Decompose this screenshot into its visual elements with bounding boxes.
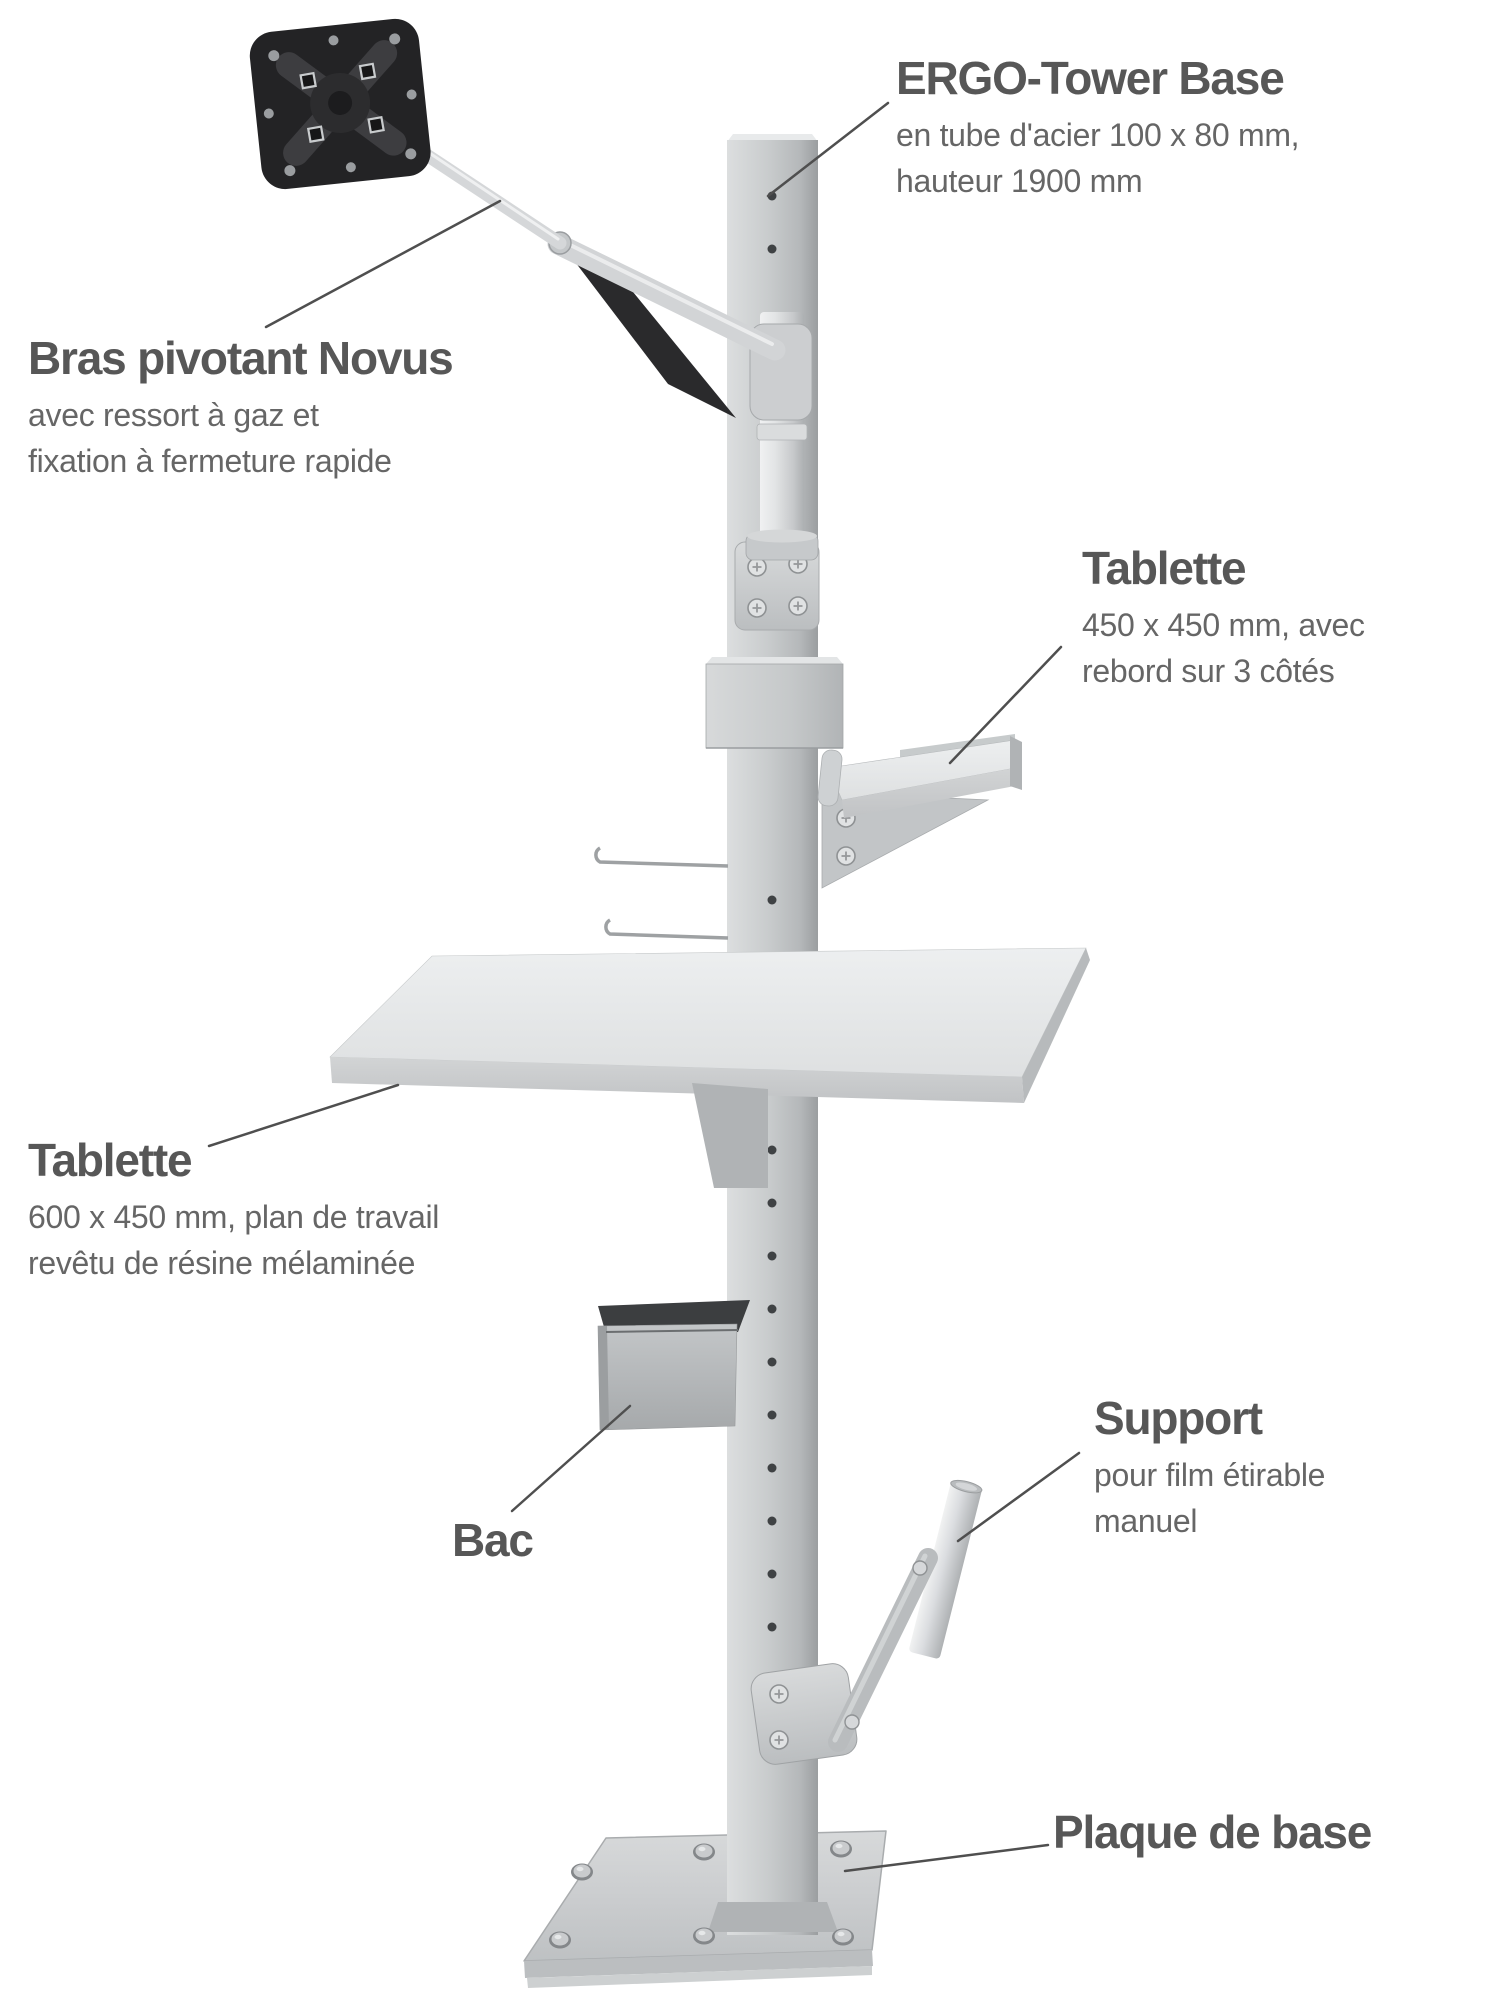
tablette-basse-desc-line2: revêtu de résine mélaminée bbox=[28, 1244, 416, 1281]
column-foot bbox=[708, 1902, 838, 1932]
monitor-swivel-arm bbox=[391, 129, 786, 418]
ergo-desc-line2: hauteur 1900 mm bbox=[896, 162, 1143, 199]
label-bac: Bac bbox=[452, 1514, 534, 1566]
callout-line-bras bbox=[264, 199, 502, 329]
upper-shelf bbox=[817, 734, 1022, 889]
label-plaque-de-base: Plaque de base bbox=[1053, 1806, 1372, 1858]
callout-line-bac bbox=[510, 1404, 632, 1513]
storage-bin bbox=[597, 1300, 750, 1431]
tablette-basse-title: Tablette bbox=[28, 1134, 193, 1186]
gas-spring-housing bbox=[566, 250, 736, 418]
lower-shelf-bracket bbox=[692, 1083, 768, 1188]
support-desc-line1: pour film étirable bbox=[1094, 1456, 1326, 1493]
bras-desc-line1: avec ressort à gaz et bbox=[28, 396, 319, 433]
tablette-haute-desc-line1: 450 x 450 mm, avec bbox=[1082, 606, 1365, 643]
callout-line-ergo bbox=[766, 101, 890, 198]
tablette-basse-desc-line1: 600 x 450 mm, plan de travail bbox=[28, 1198, 440, 1235]
ergo-title: ERGO-Tower Base bbox=[896, 52, 1285, 104]
ergo-desc-line1: en tube d'acier 100 x 80 mm, bbox=[896, 116, 1300, 153]
wire-hooks bbox=[594, 846, 729, 940]
label-tablette-haute: Tablette 450 x 450 mm, avec rebord sur 3… bbox=[1082, 544, 1365, 694]
label-support: Support pour film étirable manuel bbox=[1094, 1394, 1325, 1544]
callout-line-tablette-haute bbox=[948, 645, 1063, 765]
vesa-mount-plate bbox=[249, 18, 431, 190]
film-support bbox=[750, 1479, 983, 1765]
vesa-corner-screws bbox=[263, 33, 417, 177]
label-ergo-tower-base: ERGO-Tower Base en tube d'acier 100 x 80… bbox=[896, 52, 1300, 204]
bras-title: Bras pivotant Novus bbox=[28, 332, 454, 384]
arm-pole bbox=[745, 312, 819, 561]
sliding-block bbox=[705, 657, 844, 749]
lower-shelf bbox=[329, 947, 1090, 1188]
label-bras-pivotant: Bras pivotant Novus avec ressort à gaz e… bbox=[28, 332, 454, 484]
callout-line-support bbox=[956, 1451, 1081, 1543]
film-support-rod bbox=[909, 1479, 983, 1659]
support-desc-line2: manuel bbox=[1094, 1502, 1198, 1539]
film-support-arm bbox=[828, 1548, 938, 1752]
tablette-haute-title: Tablette bbox=[1082, 542, 1247, 594]
vesa-slot-holes bbox=[299, 62, 385, 143]
plaque-title: Plaque de base bbox=[1053, 1806, 1372, 1858]
support-title: Support bbox=[1094, 1392, 1263, 1444]
callout-line-plaque bbox=[843, 1843, 1050, 1873]
callout-lines bbox=[207, 101, 1081, 1873]
callout-line-tablette-basse bbox=[207, 1083, 400, 1148]
tablette-haute-desc-line2: rebord sur 3 côtés bbox=[1082, 652, 1335, 689]
label-tablette-basse: Tablette 600 x 450 mm, plan de travail r… bbox=[28, 1136, 439, 1286]
upper-shelf-left-lip bbox=[817, 749, 843, 807]
bras-desc-line2: fixation à fermeture rapide bbox=[28, 442, 392, 479]
bac-title: Bac bbox=[452, 1514, 534, 1566]
